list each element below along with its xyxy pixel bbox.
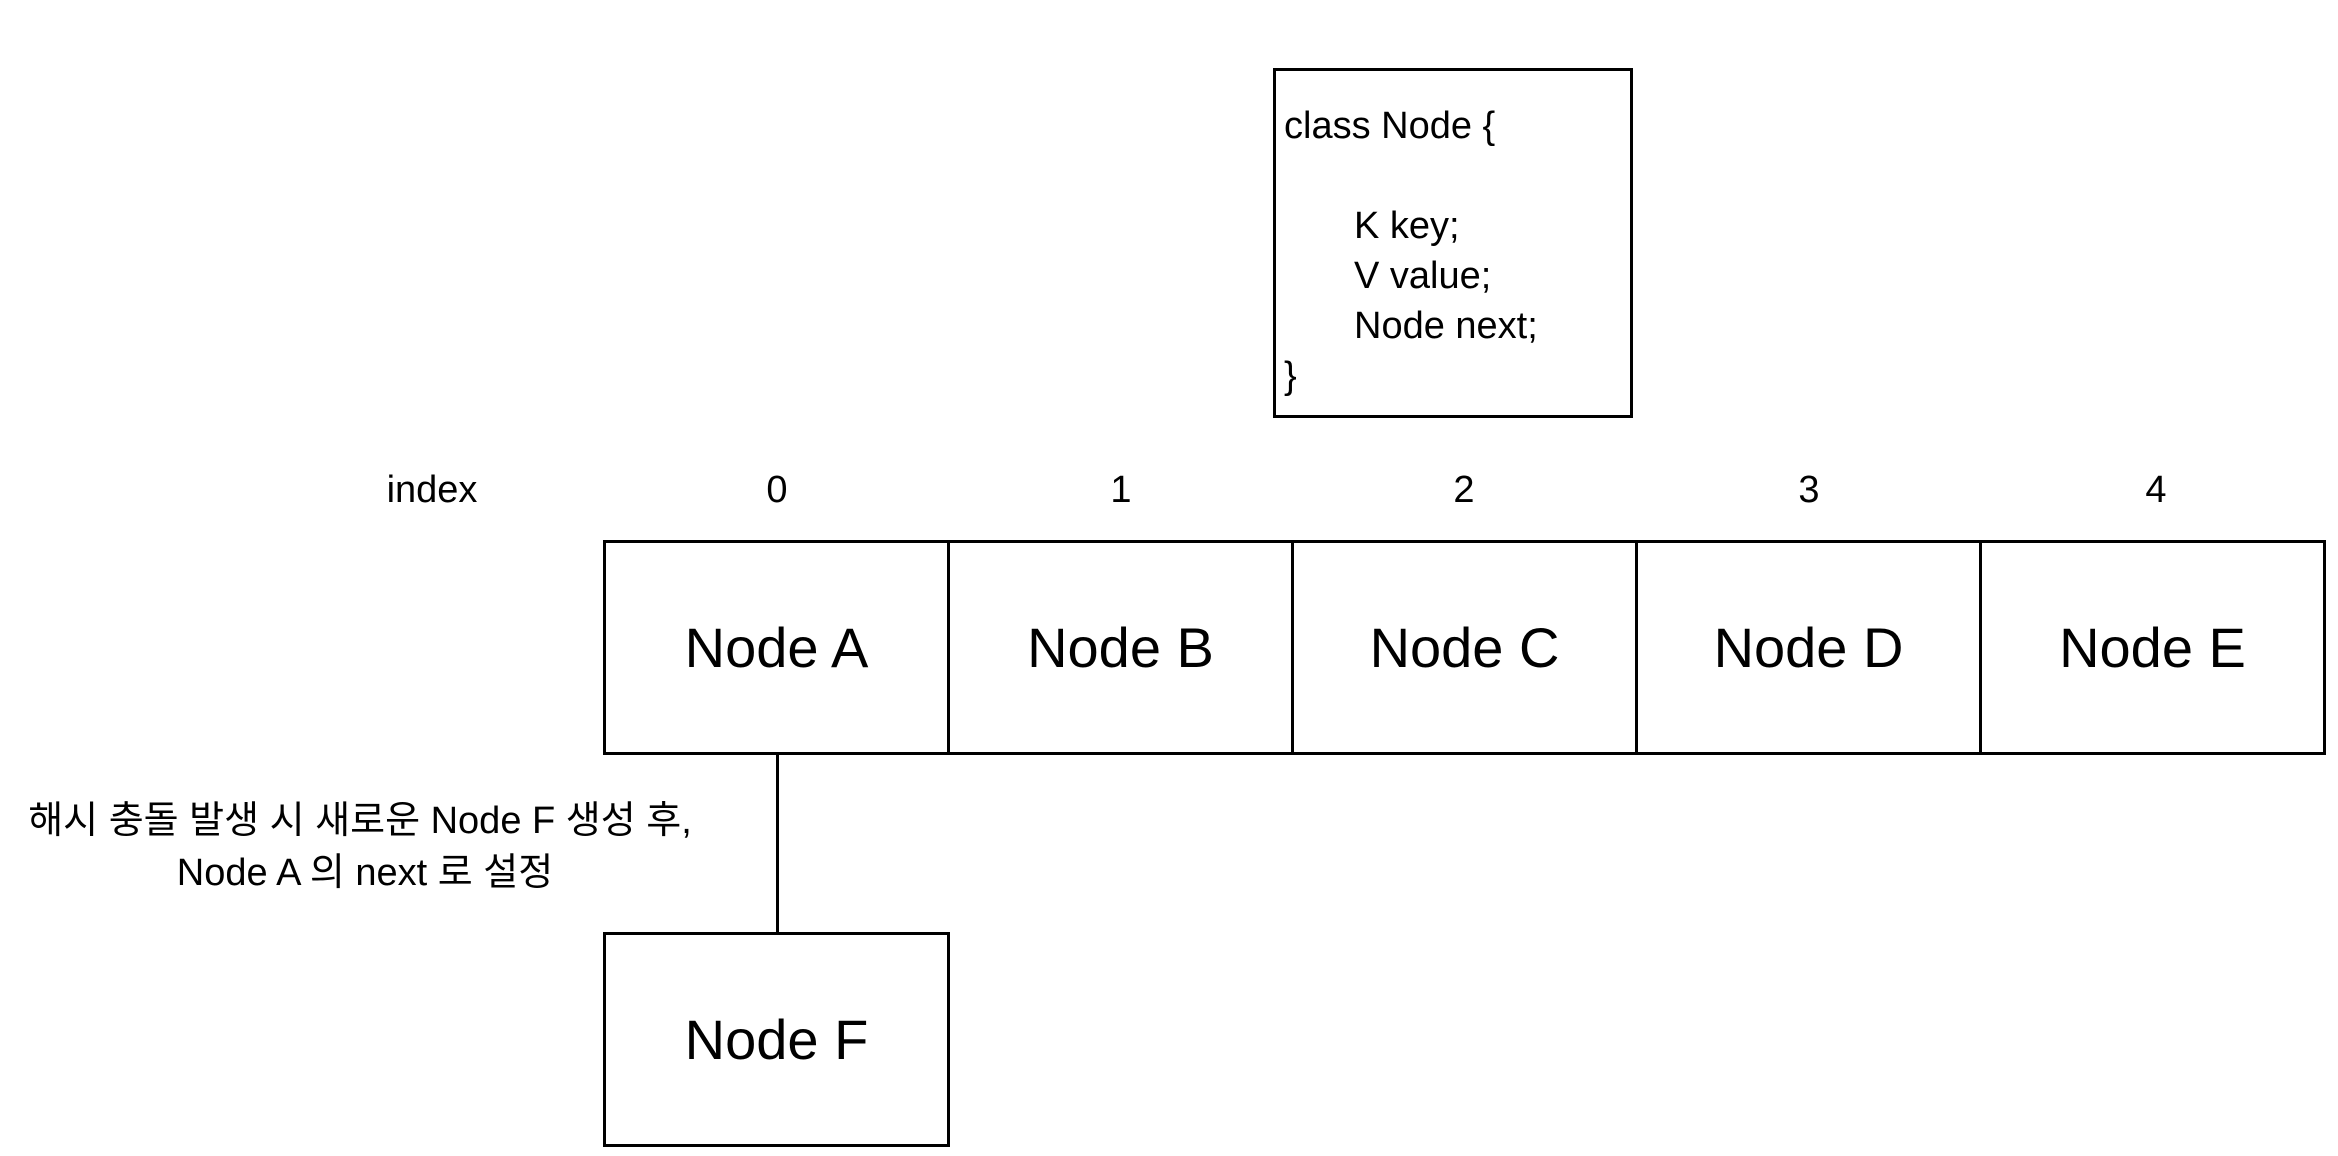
class-field-key: K key; (1354, 205, 1460, 247)
index-4: 4 (2145, 469, 2167, 511)
node-c-cell: Node C (1291, 540, 1638, 755)
class-header-line: class Node { (1284, 105, 1496, 147)
index-label: index (386, 469, 478, 511)
node-b-cell: Node B (947, 540, 1294, 755)
node-d-cell: Node D (1635, 540, 1982, 755)
index-2: 2 (1453, 469, 1475, 511)
node-class-definition: class Node { K key; V value; Node next; … (1273, 68, 1633, 418)
node-e-cell: Node E (1979, 540, 2326, 755)
class-field-value: V value; (1354, 255, 1492, 297)
class-spacer (1284, 151, 1630, 201)
collision-note-line-1: 해시 충돌 발생 시 새로운 Node F 생성 후, (28, 800, 692, 842)
index-0: 0 (766, 469, 788, 511)
collision-note-line-2: Node A 의 next 로 설정 (176, 852, 554, 894)
node-a-cell: Node A (603, 540, 950, 755)
class-field-next: Node next; (1354, 305, 1538, 347)
node-f-cell: Node F (603, 932, 950, 1147)
index-1: 1 (1110, 469, 1132, 511)
collision-note: 해시 충돌 발생 시 새로운 Node F 생성 후, Node A 의 nex… (0, 795, 720, 899)
class-closing-brace: } (1284, 355, 1297, 397)
index-3: 3 (1798, 469, 1820, 511)
chain-connector-line (776, 755, 779, 935)
